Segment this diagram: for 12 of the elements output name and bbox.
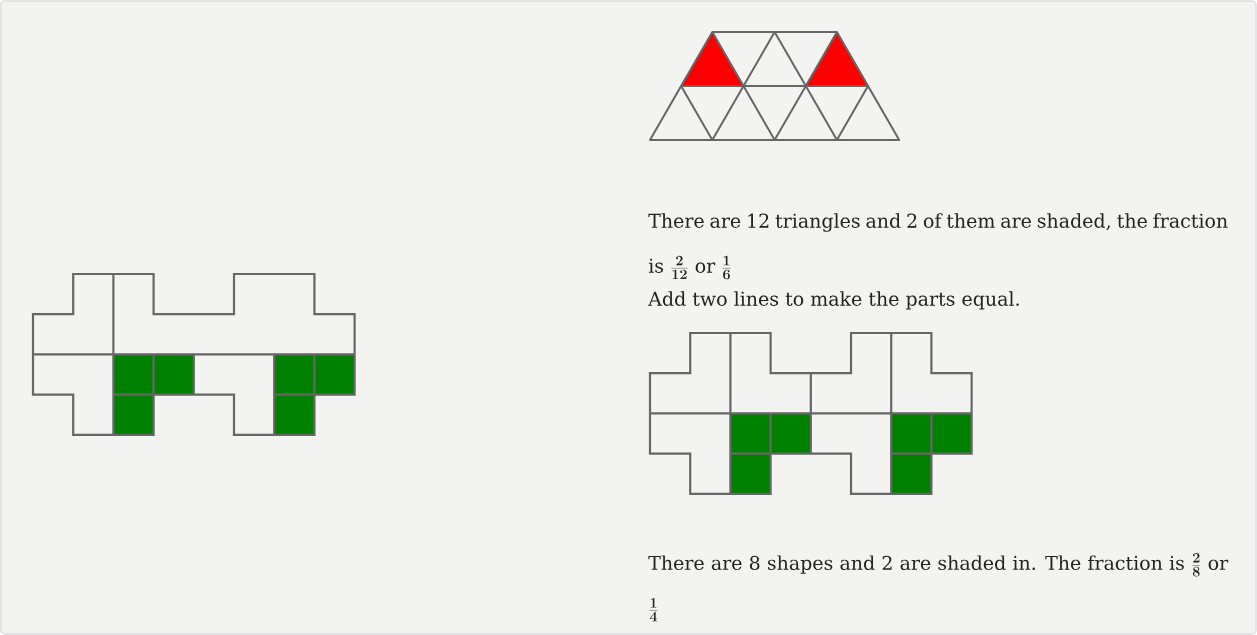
label: is: [648, 258, 664, 273]
label: or: [695, 262, 716, 273]
label: $\frac{1}{4}$: [649, 598, 658, 622]
label: There are 12 triangles and 2 of them are shaded, the fraction: [648, 213, 1228, 232]
label: $\frac{2}{12}$: [671, 255, 688, 280]
label: There are 8 shapes and 2 are shaded in. The fraction is: [648, 555, 1184, 574]
paragraph: There are 8 shapes and 2 are shaded in. The fraction is $\frac{2}{8}$ or $\frac{1}{4}$: [648, 553, 1229, 622]
paragraph: There are 12 triangles and 2 of them are shaded, the fraction is $\frac{2}{12}$ or $\frac{1}{6}$: [648, 213, 1228, 280]
label: $\frac{2}{8}$: [1192, 553, 1201, 577]
label: $\frac{1}{6}$: [722, 255, 731, 280]
label: or: [1208, 559, 1229, 571]
instruction-text: Add two lines to make the parts equal.: [648, 291, 1019, 310]
